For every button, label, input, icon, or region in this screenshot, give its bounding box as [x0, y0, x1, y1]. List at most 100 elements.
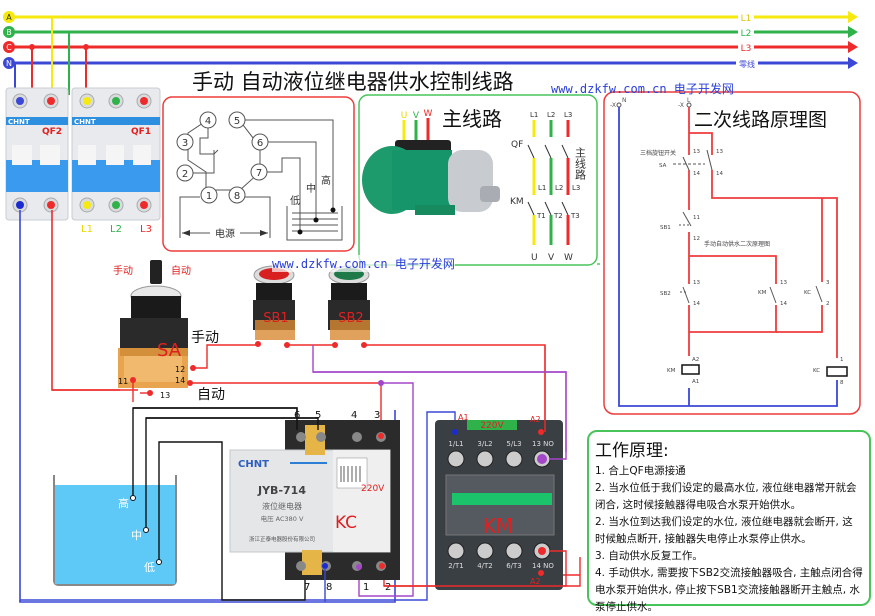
selector-switch-sa[interactable]: SA 11 12 13 14 — [118, 260, 196, 400]
arrow-right-icon — [848, 41, 858, 53]
sa-terminal-12: 12 — [175, 365, 185, 374]
svg-text:1: 1 — [840, 357, 844, 363]
svg-text:2: 2 — [826, 301, 830, 307]
bus-tag-n-text: N — [6, 59, 12, 68]
contactor-km[interactable]: KM 220V A1 A2 A2 1/L1 3/L2 5/L3 13 NO 2/… — [435, 413, 563, 590]
relay-name: 液位继电器 — [262, 501, 302, 511]
tank-level-high: 高 — [118, 496, 129, 510]
power-label: 电源 — [215, 227, 235, 240]
relay-terminal-1: 1 — [363, 582, 369, 593]
svg-text:13: 13 — [716, 149, 723, 155]
contactor-a1: A1 — [458, 413, 469, 422]
sa-terminal-13: 13 — [160, 391, 170, 400]
contactor-terminal-5l3: 5/L3 — [506, 440, 521, 448]
breaker-qf2[interactable]: CHNT QF2 — [5, 87, 69, 221]
water-tank: 高 中 低 — [53, 407, 319, 601]
bus-label-l3: L3 — [741, 44, 752, 54]
breaker-qf1[interactable]: CHNT QF1 — [71, 87, 161, 221]
pin-6: 6 — [257, 138, 263, 149]
motor-terminal-v: V — [413, 111, 420, 121]
sa-label: SA — [157, 340, 182, 361]
main-mid-l2: L2 — [555, 184, 563, 192]
breaker-output-l1: L1 — [81, 224, 93, 235]
secondary-title: 二次线路原理图 — [694, 109, 827, 131]
pin-1: 1 — [206, 191, 212, 202]
main-input-l3: L3 — [564, 111, 572, 119]
pin-5: 5 — [234, 116, 240, 127]
relay-supply-voltage: 220V — [361, 484, 385, 494]
contactor-a2-bottom: A2 — [530, 577, 541, 586]
terminal-n: N — [622, 97, 627, 104]
arrow-right-icon — [848, 11, 858, 23]
contactor-terminal-14no: 14 NO — [532, 562, 554, 570]
svg-text:8: 8 — [840, 380, 844, 386]
pin-3: 3 — [182, 138, 188, 149]
bus-label-l1: L1 — [741, 14, 752, 24]
bus-label-l2: L2 — [741, 29, 752, 39]
bus-tag-b-text: B — [6, 28, 12, 37]
relay-model: JYB-714 — [257, 484, 306, 497]
svg-text:SB1: SB1 — [660, 225, 671, 231]
tank-level-low: 低 — [144, 561, 155, 574]
contactor-supply-voltage: 220V — [480, 421, 504, 431]
watermark-middle: www.dzkfw.com.cn 电子开发网 — [272, 255, 455, 272]
terminal-l: L — [687, 97, 691, 104]
main-output-t1: T1 — [536, 212, 546, 220]
principle-line-5: 4. 手动供水, 需要按下SB2交流接触器吸合, 主触点闭合得电水泵开始供水, … — [595, 567, 863, 613]
svg-text:SA: SA — [659, 163, 667, 169]
svg-text:-X: -X — [610, 102, 616, 109]
level-mid: 中 — [306, 182, 316, 195]
svg-text:KM: KM — [758, 290, 767, 296]
secondary-subtitle: 手动自动供水二次原理图 — [704, 240, 770, 248]
svg-text:14: 14 — [693, 171, 700, 177]
sa-name: 三档旋钮开关 — [640, 149, 676, 157]
button-sb2[interactable]: SB2 — [328, 265, 370, 340]
relay-voltage: 电压 AC380 V — [261, 514, 304, 523]
button-sb1[interactable]: SB1 — [253, 265, 295, 340]
diagram-title: 手动 自动液位继电器供水控制线路 — [192, 70, 514, 94]
kc-coil — [826, 366, 848, 377]
svg-text:KC: KC — [813, 368, 820, 374]
sa-auto-label: 自动 — [171, 264, 191, 277]
svg-text:3: 3 — [826, 280, 830, 286]
principle-line-3: 2. 当水位到达我们设定的水位, 液位继电器就会断开, 这时候触点断开, 接触器… — [595, 516, 853, 545]
main-circuit-title: 主线路 — [442, 107, 502, 131]
sb2-label: SB2 — [338, 311, 363, 326]
principle-line-2: 2. 当水位低于我们设定的最高水位, 液位继电器常开就会闭合, 这时候接触器得电… — [595, 482, 857, 511]
relay-terminal-3: 3 — [374, 410, 380, 421]
bus-tag-c — [3, 41, 15, 53]
sa-terminal-11: 11 — [118, 377, 128, 386]
breaker-brand: CHNT — [74, 118, 96, 126]
sb1-label: SB1 — [263, 311, 288, 326]
svg-text:KM: KM — [667, 368, 676, 374]
level-relay-kc[interactable]: CHNT JYB-714 液位继电器 电压 AC380 V 浙江正泰电器股份有限… — [229, 410, 400, 593]
main-km-label: KM — [510, 197, 524, 207]
breaker-brand: CHNT — [8, 118, 30, 126]
svg-text:SB2: SB2 — [660, 291, 671, 297]
relay-terminal-5: 5 — [315, 410, 321, 421]
breaker-qf1-label: QF1 — [131, 127, 151, 137]
main-side-title: 主线路 — [574, 147, 587, 181]
contactor-terminal-3l2: 3/L2 — [477, 440, 492, 448]
contactor-terminal-2t1: 2/T1 — [448, 562, 464, 570]
svg-text:14: 14 — [716, 171, 723, 177]
km-coil — [681, 364, 700, 375]
relay-terminal-8: 8 — [326, 582, 332, 593]
level-low: 低 — [290, 194, 300, 207]
contactor-terminal-4t2: 4/T2 — [477, 562, 493, 570]
relay-terminal-4: 4 — [351, 410, 357, 421]
motor-terminal-u: U — [401, 111, 408, 121]
water-pump-image — [362, 118, 500, 215]
bus-tag-n — [3, 57, 15, 69]
sa-terminal-14: 14 — [175, 376, 185, 385]
relay-terminal-2: 2 — [385, 582, 391, 593]
svg-text:11: 11 — [693, 215, 700, 221]
relay-tag-kc: KC — [335, 513, 357, 533]
svg-text:A2: A2 — [692, 357, 699, 363]
sa-manual-label: 手动 — [113, 264, 133, 277]
secondary-schematic-panel: N L -X -X 二次线路原理图 — [603, 91, 861, 415]
arrow-right-icon — [848, 57, 858, 69]
principle-line-4: 3. 自动供水反复工作。 — [595, 550, 703, 562]
svg-text:13: 13 — [693, 149, 700, 155]
